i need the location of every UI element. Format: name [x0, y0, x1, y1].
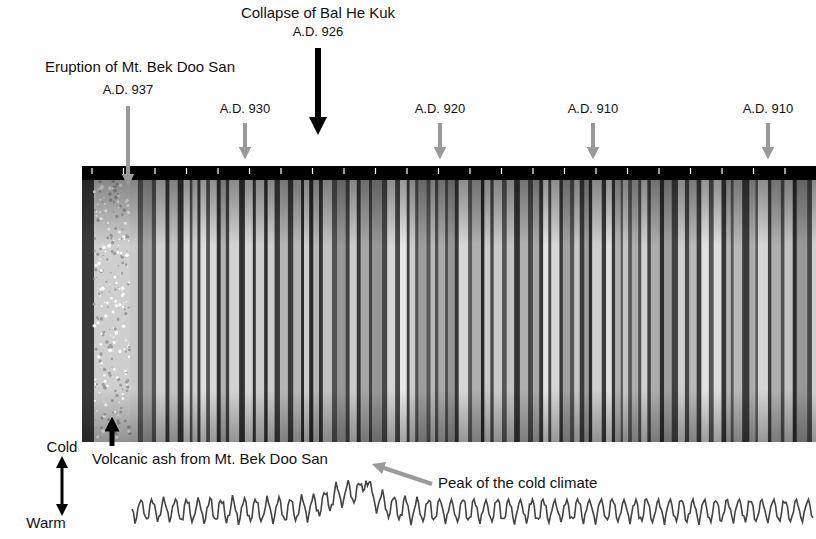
eruption-arrow [126, 106, 130, 180]
scale-tick [501, 168, 502, 174]
year-arrow [243, 123, 247, 153]
scale-tick [123, 168, 124, 174]
year-label: A.D. 937 [103, 83, 154, 98]
varve-photo [82, 166, 816, 442]
peak-label: Peak of the cold climate [438, 474, 597, 491]
peak-arrow [378, 466, 432, 484]
scale-tick [438, 168, 439, 174]
scale-tick [217, 168, 218, 174]
collapse-arrow [315, 48, 321, 126]
cold-warm-arrow [61, 462, 64, 510]
scale-tick [753, 168, 754, 174]
ash-label: Volcanic ash from Mt. Bek Doo San [92, 450, 328, 467]
scale-tick [627, 168, 628, 174]
scale-tick [312, 168, 313, 174]
scale-tick [406, 168, 407, 174]
scale-tick [186, 168, 187, 174]
year-arrow [766, 123, 770, 153]
leader-arrows [62, 48, 768, 510]
scale-tick [658, 168, 659, 174]
scale-tick [784, 168, 785, 174]
scale-tick [690, 168, 691, 174]
year-label: A.D. 910 [743, 102, 794, 117]
scale-tick [343, 168, 344, 174]
year-arrow [438, 123, 442, 153]
photo-shade [82, 180, 816, 442]
year-label: A.D. 930 [220, 102, 271, 117]
scale-tick [532, 168, 533, 174]
year-label: A.D. 926 [293, 25, 344, 40]
axis-label: Warm [26, 514, 65, 531]
event-label: Collapse of Bal He Kuk [241, 4, 395, 21]
scale-tick [375, 168, 376, 174]
ash-arrow [110, 424, 115, 446]
year-label: A.D. 910 [568, 102, 619, 117]
scale-tick [249, 168, 250, 174]
scale-tick [595, 168, 596, 174]
scale-bar [82, 166, 816, 180]
scale-tick [564, 168, 565, 174]
scale-tick [469, 168, 470, 174]
event-label: Eruption of Mt. Bek Doo San [45, 58, 235, 75]
photo-ground [82, 166, 816, 442]
axis-label: Cold [47, 438, 78, 455]
scale-tick [154, 168, 155, 174]
year-arrow [591, 123, 595, 153]
year-label: A.D. 920 [415, 102, 466, 117]
scale-tick [721, 168, 722, 174]
scale-tick [280, 168, 281, 174]
scale-tick [91, 168, 92, 174]
